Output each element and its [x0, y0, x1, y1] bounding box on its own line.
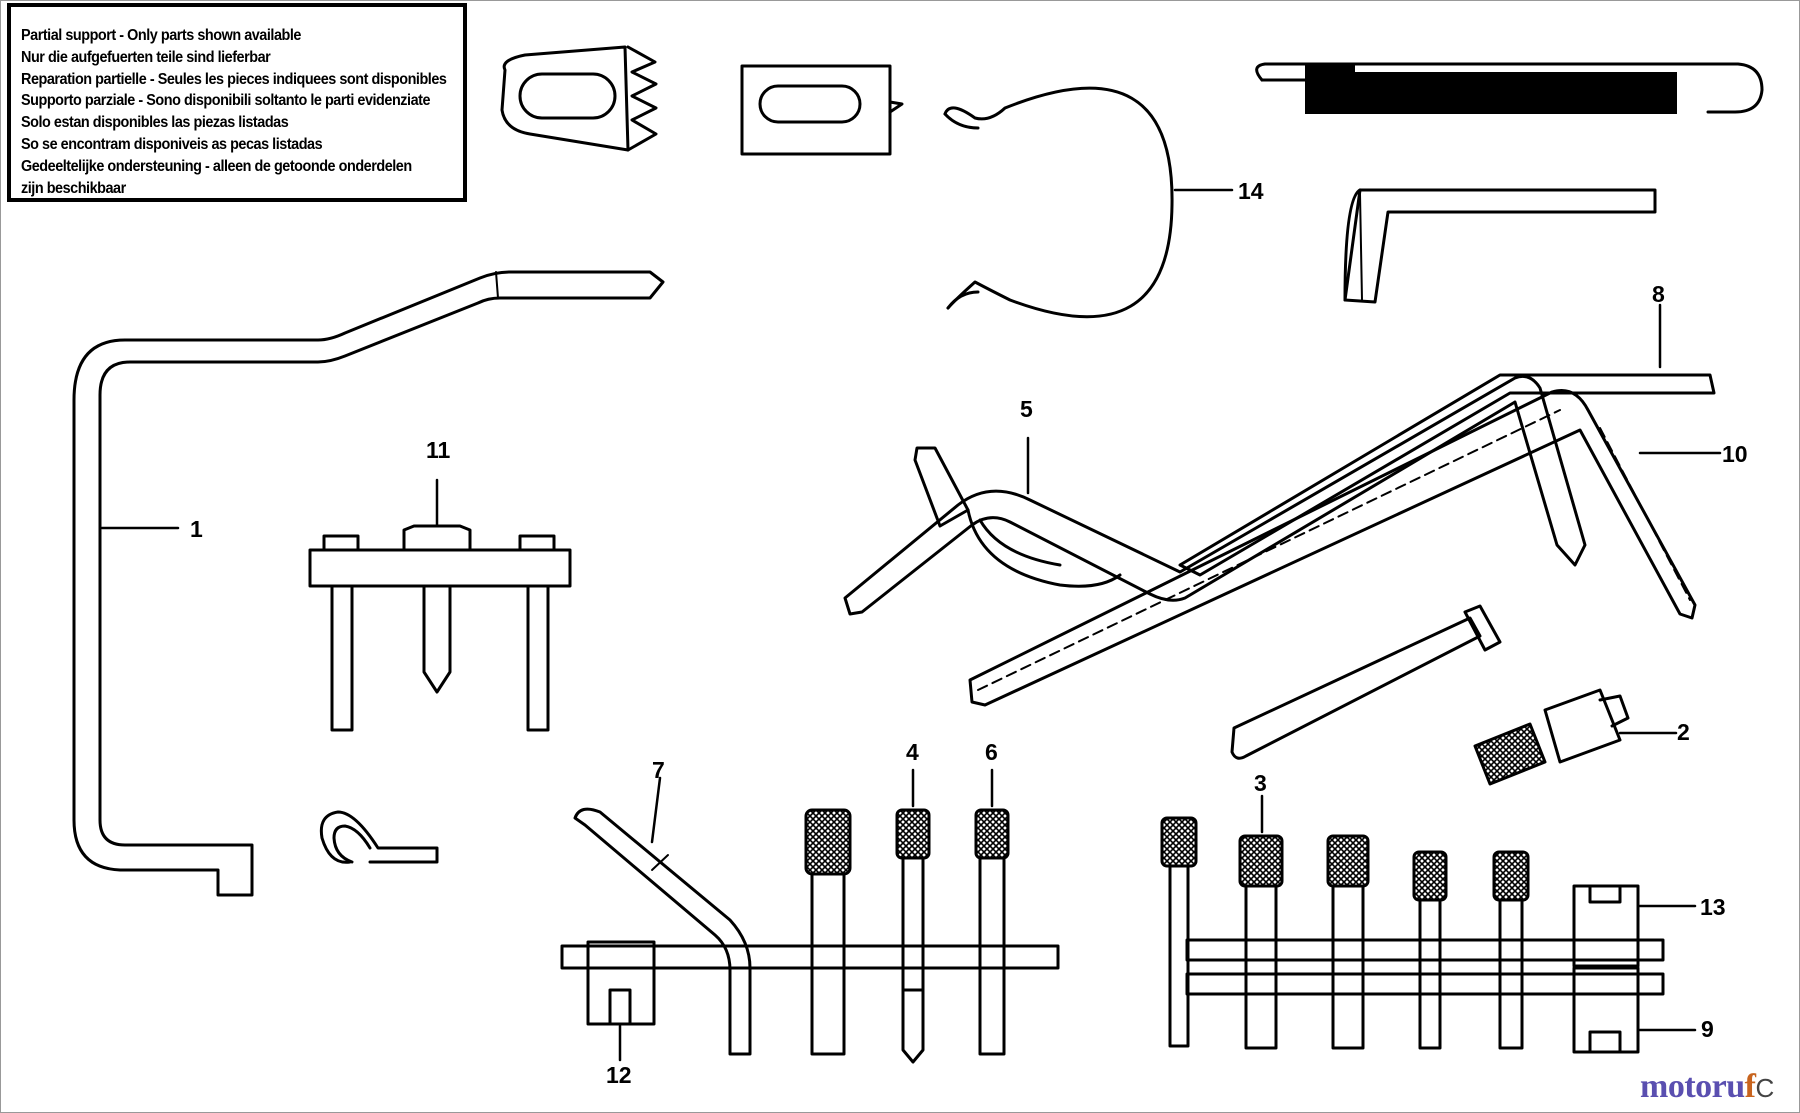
- partial-support-notice: Partial support - Only parts shown avail…: [7, 3, 467, 202]
- notice-line: So se encontram disponiveis as pecas lis…: [21, 135, 323, 153]
- callout-1: 1: [190, 516, 203, 542]
- slotted-plate-part: [740, 64, 904, 156]
- notice-line: Gedeeltelijke ondersteuning - alleen de …: [21, 157, 412, 175]
- l-hex-key-part: [1343, 188, 1657, 304]
- callout-13: 13: [1700, 894, 1726, 920]
- part-13-sleeve: [1572, 884, 1697, 968]
- long-bolt-part: [1230, 604, 1502, 760]
- knurled-pin-set-right: [1160, 794, 1530, 1050]
- notice-line: Nur die aufgefuerten teile sind lieferba…: [21, 48, 271, 66]
- watermark-text-c: C: [1755, 1073, 1774, 1103]
- notice-line: Solo estan disponibles las piezas listad…: [21, 114, 289, 132]
- motoruf-watermark: motorufC: [1640, 1068, 1774, 1106]
- part-6-knurled-pin: [974, 768, 1010, 1056]
- notice-line: zijn beschikbaar: [21, 179, 126, 197]
- callout-14: 14: [1238, 178, 1264, 204]
- callout-3: 3: [1254, 770, 1267, 796]
- notice-line: Partial support - Only parts shown avail…: [21, 27, 301, 44]
- p-clip-part: [319, 810, 439, 864]
- tension-spring-part: [1255, 62, 1764, 114]
- callout-12: 12: [606, 1062, 632, 1088]
- callout-5: 5: [1020, 396, 1033, 422]
- part-5-rod: [843, 374, 1587, 616]
- part-1-bent-rod: [72, 270, 665, 897]
- part-8-rod: [1178, 303, 1716, 577]
- notice-line: Reparation partielle - Seules les pieces…: [21, 70, 447, 88]
- callout-6: 6: [985, 739, 998, 765]
- callout-11: 11: [426, 437, 451, 463]
- part-10-long-rod: [968, 389, 1722, 707]
- part-4-knurled-pin: [895, 768, 931, 1064]
- callout-10: 10: [1722, 441, 1748, 467]
- callout-7: 7: [652, 757, 665, 783]
- callout-2: 2: [1677, 719, 1690, 745]
- part-14-circlip: [943, 86, 1234, 319]
- wedge-block-part: [500, 45, 658, 152]
- tool-rail-left: [560, 940, 1060, 1026]
- knurled-pin-bottom-a: [804, 808, 852, 1056]
- watermark-text-a: motoru: [1640, 1068, 1745, 1105]
- part-9-sleeve: [1572, 966, 1697, 1054]
- callout-9: 9: [1701, 1016, 1714, 1042]
- notice-line: Supporto parziale - Sono disponibili sol…: [21, 92, 431, 110]
- part-7-bent-pin: [573, 776, 752, 1056]
- part-2-knurled-pin: [1473, 688, 1678, 786]
- callout-8: 8: [1652, 281, 1665, 307]
- part-11-puller: [308, 478, 572, 732]
- callout-4: 4: [906, 739, 919, 765]
- watermark-text-b: f: [1744, 1068, 1756, 1105]
